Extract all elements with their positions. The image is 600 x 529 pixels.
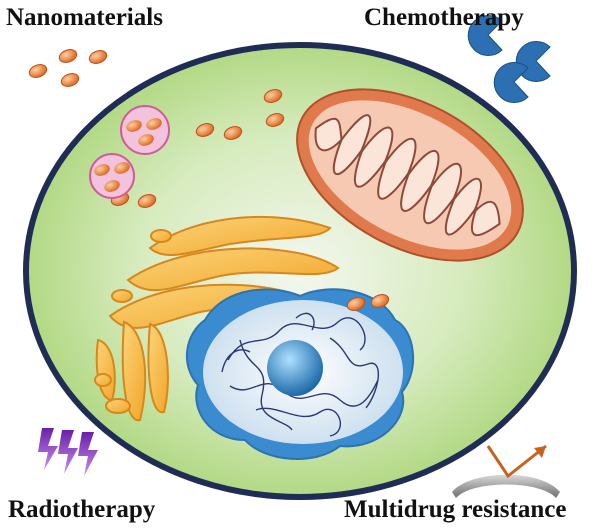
chemo-drug-icon: [467, 15, 503, 56]
nanoparticle-icon: [195, 123, 215, 137]
radiation-bolts: [38, 428, 98, 476]
radiation-bolt-icon: [38, 428, 58, 470]
chemo-drug-icon: [515, 41, 551, 82]
nanoparticle-icon: [28, 64, 48, 78]
label-chemotherapy: Chemotherapy: [364, 4, 524, 31]
nanoparticle-icon: [60, 73, 80, 87]
resistance-barrier: [452, 474, 560, 498]
mitochondrion: [296, 88, 524, 262]
nanoparticle-icon: [58, 49, 78, 63]
endocytic-vesicle: [120, 105, 170, 155]
nanoparticle-icon: [137, 194, 157, 208]
nanoparticle-icon: [263, 89, 283, 103]
chemo-drugs: [467, 15, 551, 103]
label-nanomaterials: Nanomaterials: [6, 4, 163, 31]
chemo-drug-icon: [493, 62, 529, 103]
nanoparticle-icon: [88, 50, 108, 64]
resistance-arrow-icon: [486, 444, 547, 479]
nucleus: [185, 288, 415, 460]
endocytic-vesicle: [89, 153, 135, 199]
nucleolus: [267, 340, 323, 396]
radiation-bolt-icon: [58, 430, 78, 474]
golgi-apparatus: [94, 215, 340, 422]
nanoparticles: [28, 49, 390, 311]
label-radiotherapy: Radiotherapy: [8, 496, 156, 523]
multidrug-resistance-icon: [452, 444, 560, 498]
nanoparticle-icon: [370, 294, 390, 308]
nanoparticle-icon: [265, 113, 285, 127]
chromatin: [221, 312, 380, 437]
radiation-bolt-icon: [78, 432, 98, 476]
nanoparticle-icon: [346, 297, 366, 311]
label-multidrug-resistance: Multidrug resistance: [344, 496, 567, 523]
nanoparticle-icon: [223, 126, 243, 140]
